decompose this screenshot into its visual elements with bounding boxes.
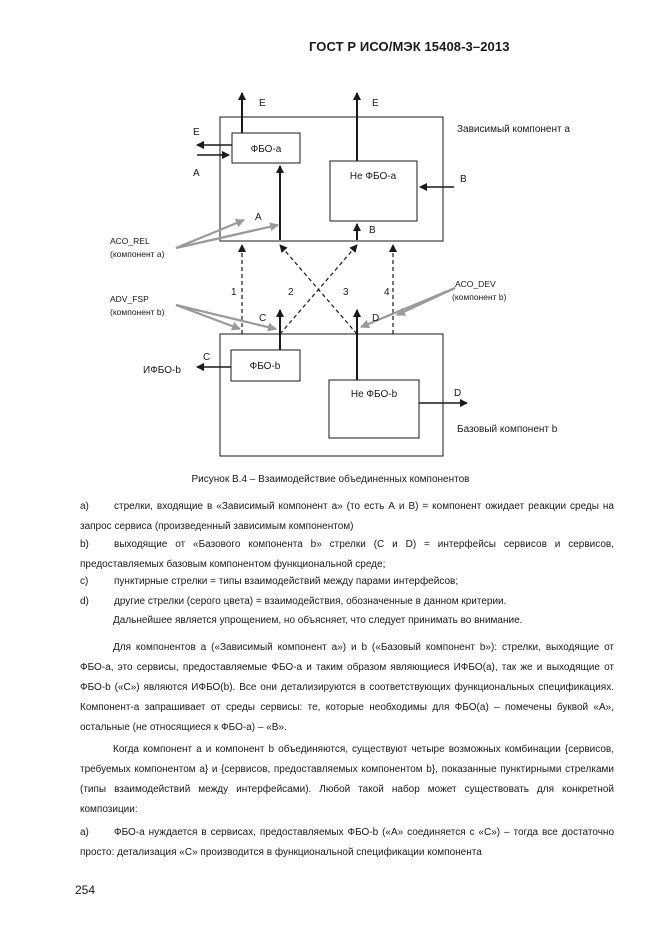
list-text: другие стрелки (серого цвета) = взаимоде… xyxy=(114,596,507,607)
letter-d: D xyxy=(454,388,461,399)
adv-fsp-label: ADV_FSP xyxy=(110,294,149,304)
letter-e: E xyxy=(372,98,379,109)
interaction-number: 1 xyxy=(231,287,237,298)
figure-caption: Рисунок В.4 – Взаимодействие объединенны… xyxy=(191,474,470,485)
adv-fsp-sub: (компонент b) xyxy=(110,307,165,317)
interaction-number: 2 xyxy=(288,287,294,298)
letter-a: A xyxy=(193,168,200,179)
list-item-a: а)стрелки, входящие в «Зависимый компоне… xyxy=(80,497,614,537)
letter-b: B xyxy=(369,225,376,236)
fbo-a-box xyxy=(231,132,301,164)
not-fbo-b-label: Не ФБО-b xyxy=(351,389,398,400)
letter-e: E xyxy=(259,98,266,109)
fbo-b-box xyxy=(230,349,301,382)
not-fbo-a-box xyxy=(329,160,418,222)
list-text: ФБО-а нуждается в сервисах, предоставляе… xyxy=(80,827,614,858)
dependent-component-box xyxy=(219,116,444,242)
criterion-gray-arrows xyxy=(175,218,456,332)
page-number: 254 xyxy=(75,883,96,897)
letter-e: E xyxy=(193,127,200,138)
aco-rel-label: ACO_REL xyxy=(110,236,150,246)
not-fbo-b-box xyxy=(328,379,420,439)
ifbo-b-label: ИФБО-b xyxy=(143,365,181,376)
component-interaction-diagram: ФБО-а Не ФБО-а ФБО-b Не ФБО-b Зависимый … xyxy=(110,92,570,457)
dependent-component-label: Зависимый компонент а xyxy=(457,124,570,135)
aco-dev-label: ACO_DEV xyxy=(455,279,496,289)
list-text: пунктирные стрелки = типы взаимодействий… xyxy=(114,576,459,587)
interaction-number: 3 xyxy=(343,287,349,298)
list-item-a-last: а)ФБО-а нуждается в сервисах, предоставл… xyxy=(80,823,614,863)
base-component-box xyxy=(219,333,444,457)
list-item-c: c) пунктирные стрелки = типы взаимодейств… xyxy=(80,572,614,592)
document-header: ГОСТ Р ИСО/МЭК 15408-3–2013 xyxy=(309,39,510,54)
interaction-dashed-arrows xyxy=(238,244,397,335)
fbo-a-label: ФБО-а xyxy=(251,144,282,155)
list-item-b: b)выходящие от «Базового компонента b» с… xyxy=(80,535,614,575)
components-paragraph: Для компонентов а («Зависимый компонент … xyxy=(80,642,614,733)
combined-paragraph: Когда компонент а и компонент b объединя… xyxy=(80,744,614,815)
base-component-label: Базовый компонент b xyxy=(457,424,558,435)
letter-a: A xyxy=(255,212,262,223)
not-fbo-a-label: Не ФБО-а xyxy=(350,171,397,182)
list-marker: а) xyxy=(80,827,89,838)
fbo-b-label: ФБО-b xyxy=(250,361,281,372)
aco-dev-sub: (компонент b) xyxy=(452,292,507,302)
list-text: выходящие от «Базового компонента b» стр… xyxy=(80,539,614,570)
letter-b: B xyxy=(460,174,467,185)
letter-d: D xyxy=(372,313,379,324)
list-item-d: d) другие стрелки (серого цвета) = взаимо… xyxy=(80,592,614,612)
aco-rel-sub: (компонент а) xyxy=(110,249,165,259)
simplification-paragraph: Дальнейшее является упрощением, но объяс… xyxy=(113,615,523,626)
list-marker: а) xyxy=(80,501,89,512)
list-text: стрелки, входящие в «Зависимый компонент… xyxy=(80,501,614,532)
list-marker: c) xyxy=(80,576,89,587)
letter-c: C xyxy=(203,352,210,363)
letter-c: C xyxy=(259,313,266,324)
list-marker: b) xyxy=(80,539,89,550)
list-marker: d) xyxy=(80,596,89,607)
interaction-number: 4 xyxy=(384,287,390,298)
